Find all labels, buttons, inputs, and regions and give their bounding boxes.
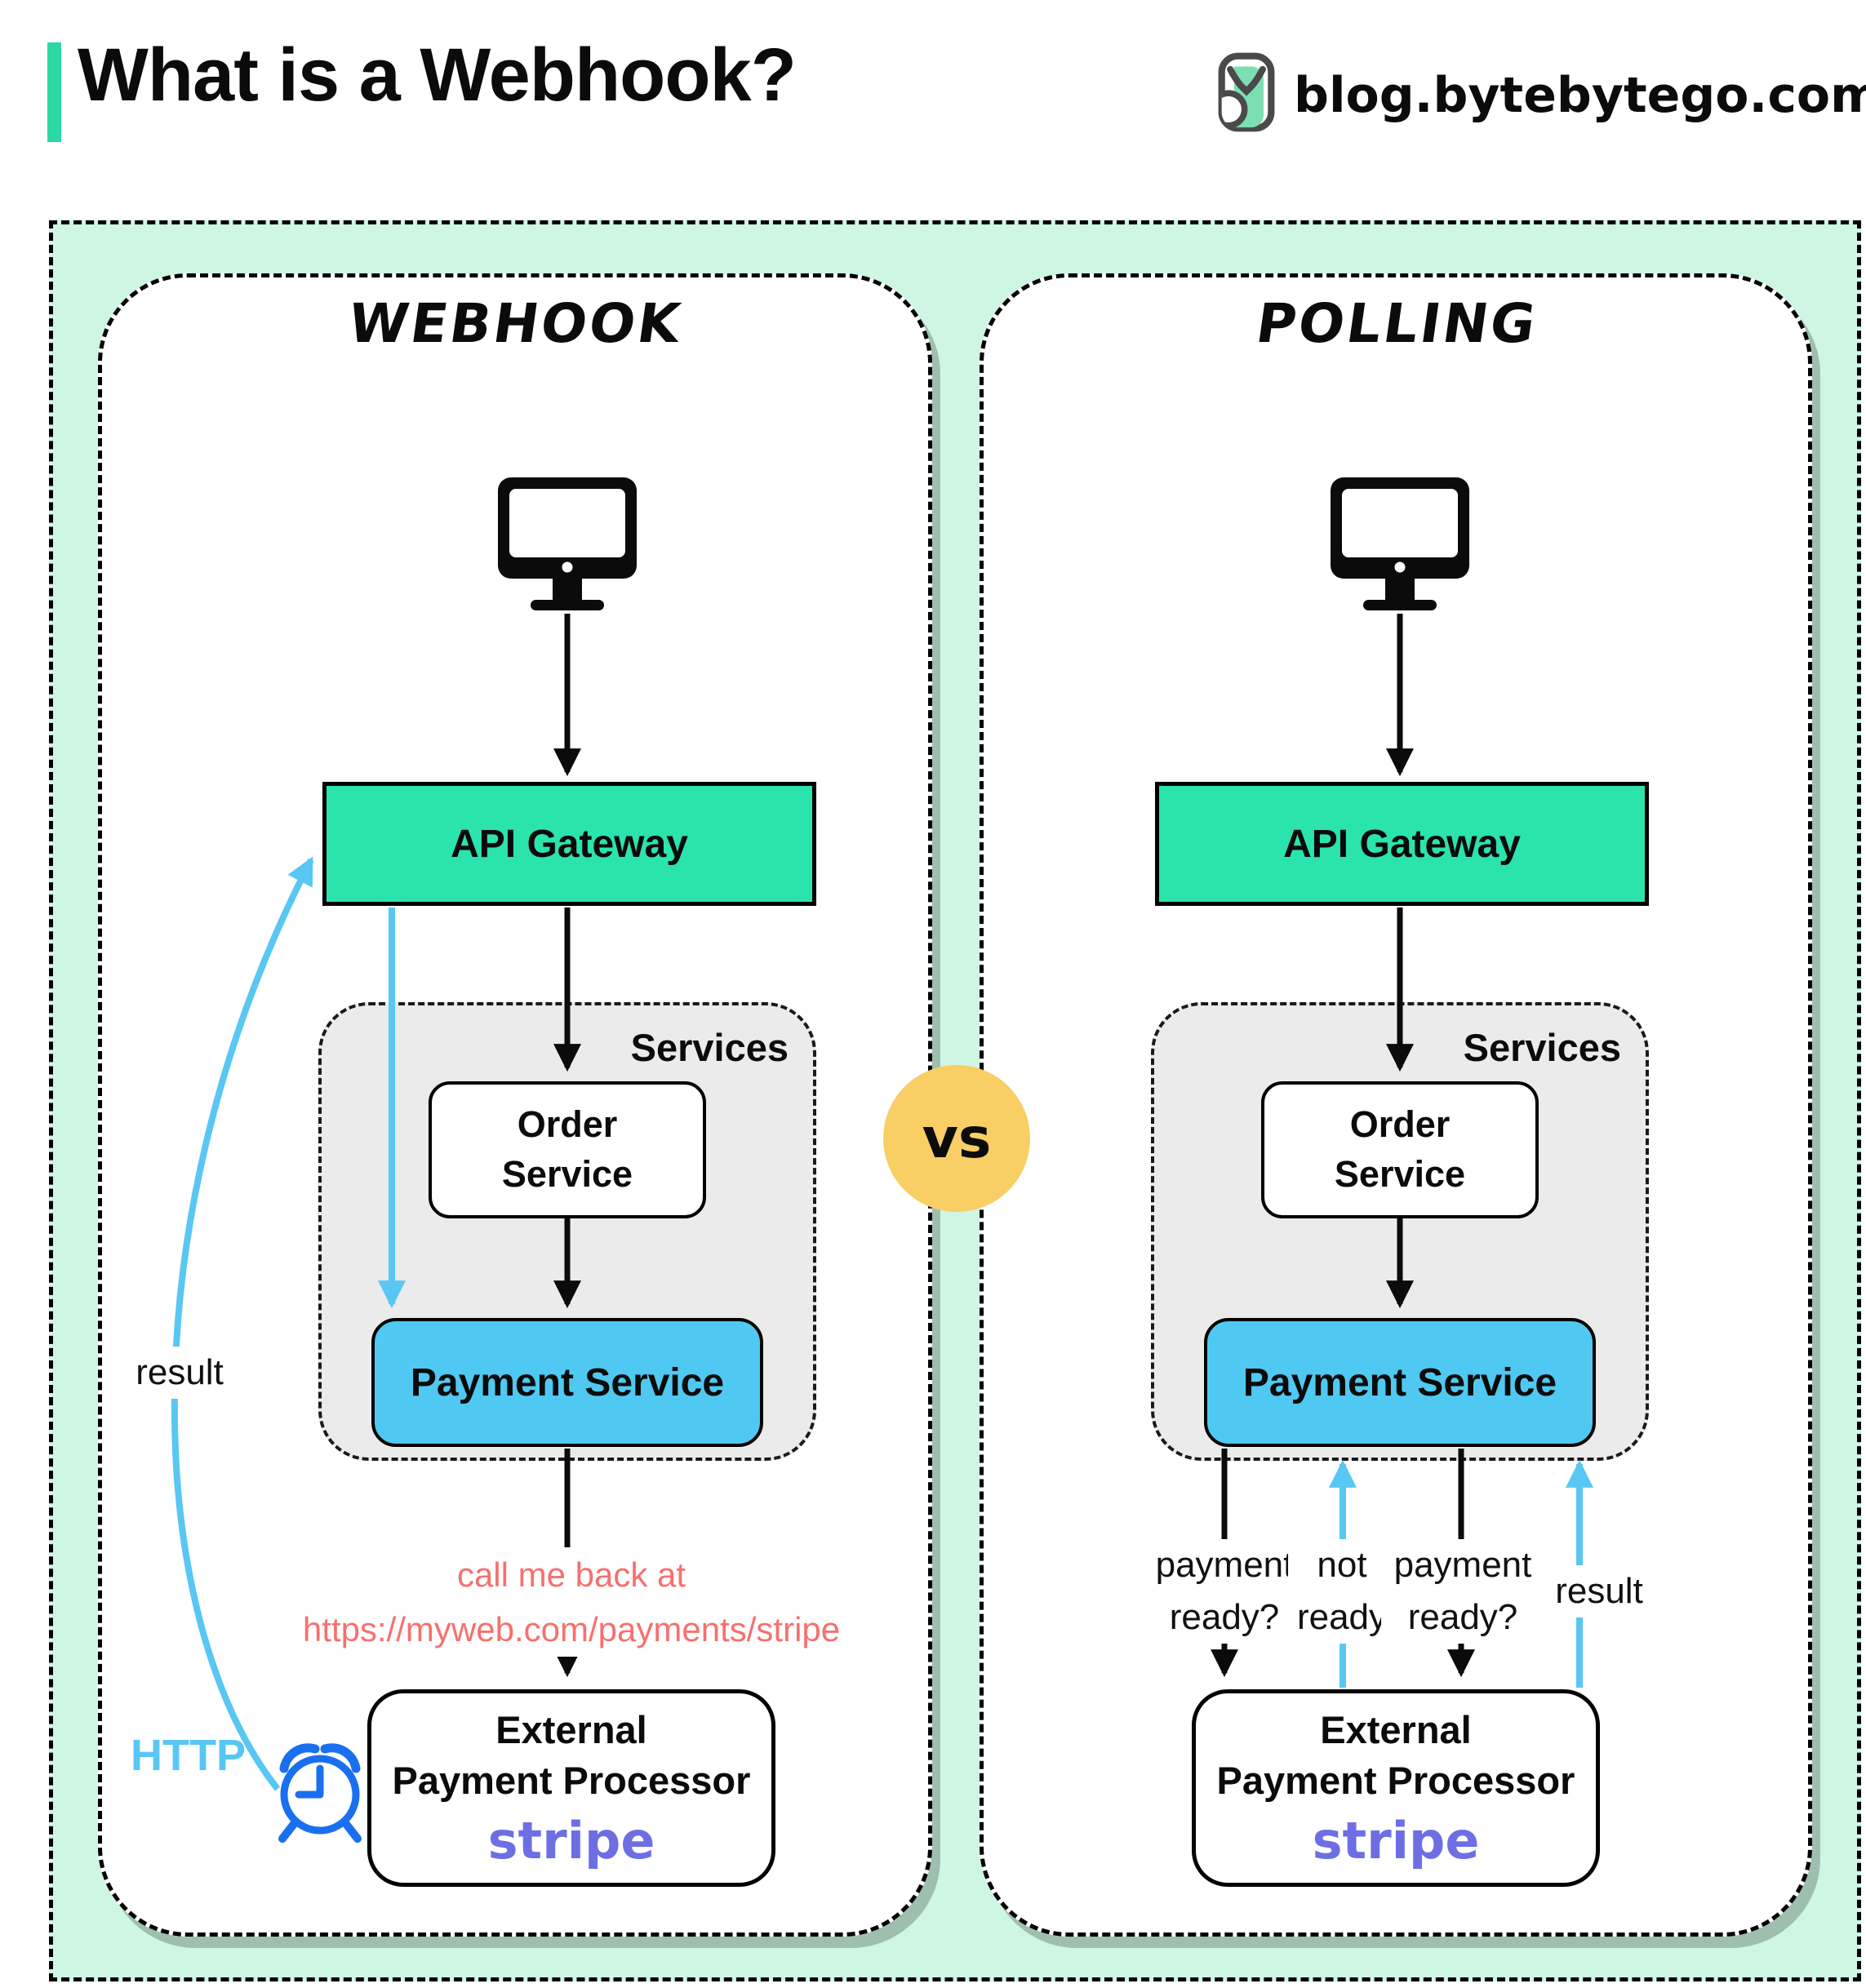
callback-url-line1: call me back at <box>456 1555 686 1594</box>
external-payment-processor-box: External Payment Processor stripe <box>1192 1689 1600 1887</box>
order-service-box: Order Service <box>1261 1081 1539 1218</box>
order-service-label-line2: Service <box>501 1153 633 1195</box>
external-payment-processor-box: External Payment Processor stripe <box>367 1689 775 1887</box>
payment-service-label: Payment Service <box>410 1360 725 1404</box>
polling-panel-title: Polling <box>1252 292 1542 355</box>
poll-label-result: result <box>1535 1565 1664 1617</box>
title-accent-bar <box>47 42 61 142</box>
poll-label-payment-ready-2: payment ready? <box>1381 1539 1544 1644</box>
order-service-label-line1: Order <box>517 1103 618 1146</box>
services-group-label: Services <box>1463 1026 1621 1069</box>
order-service-label-line2: Service <box>1334 1153 1466 1195</box>
external-label-line2: Payment Processor <box>392 1759 751 1803</box>
stripe-logo-text: stripe <box>487 1811 655 1871</box>
api-gateway-box: API Gateway <box>322 782 816 906</box>
poll-label-line: result <box>1555 1571 1643 1611</box>
external-label-line1: External <box>495 1708 647 1752</box>
api-gateway-label: API Gateway <box>451 822 688 866</box>
poll-label-line: ready? <box>1169 1596 1280 1637</box>
poll-label-line: not <box>1317 1545 1367 1585</box>
page-title: What is a Webhook? <box>78 33 797 117</box>
payment-service-box: Payment Service <box>1204 1318 1596 1447</box>
poll-label-line: payment <box>1155 1545 1294 1585</box>
webhook-result-label: result <box>122 1347 237 1399</box>
site-url: blog.bytebytego.com <box>1294 67 1866 124</box>
callback-url-label: call me back at https://myweb.com/paymen… <box>286 1547 857 1657</box>
client-monitor-icon <box>1331 477 1469 610</box>
webhook-panel-title: Webhook <box>344 292 686 355</box>
poll-label-line: ready? <box>1407 1596 1518 1637</box>
poll-label-line: payment <box>1393 1545 1532 1585</box>
vs-badge-label: vs <box>922 1106 992 1171</box>
client-monitor-icon <box>498 477 637 610</box>
services-group-label: Services <box>630 1026 789 1069</box>
vs-badge: vs <box>883 1065 1030 1212</box>
callback-url-line2: https://myweb.com/payments/stripe <box>302 1610 841 1649</box>
stripe-logo-text: stripe <box>1312 1811 1480 1871</box>
poll-label-line: ready <box>1296 1596 1388 1637</box>
http-label: HTTP <box>131 1731 246 1780</box>
order-service-label-line1: Order <box>1349 1103 1451 1146</box>
external-label-line1: External <box>1320 1708 1472 1752</box>
poll-label-payment-ready-1: payment ready? <box>1135 1539 1314 1644</box>
payment-service-label: Payment Service <box>1242 1360 1557 1404</box>
external-label-line2: Payment Processor <box>1216 1759 1575 1803</box>
payment-service-box: Payment Service <box>371 1318 763 1447</box>
order-service-box: Order Service <box>429 1081 706 1218</box>
alarm-clock-icon <box>278 1743 362 1843</box>
api-gateway-label: API Gateway <box>1283 822 1521 866</box>
bytebytego-logo-icon <box>1218 52 1275 132</box>
poll-label-not-ready: not ready <box>1288 1539 1396 1644</box>
api-gateway-box: API Gateway <box>1155 782 1649 906</box>
